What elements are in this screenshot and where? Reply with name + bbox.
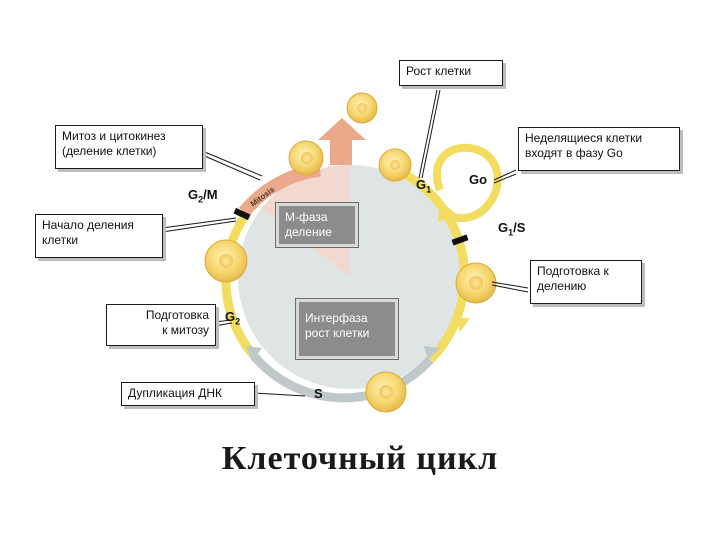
label-g1-sub: 1 — [426, 185, 431, 195]
callout-cell-growth: Рост клетки — [399, 60, 503, 86]
page-title: Клеточный цикл — [0, 440, 720, 478]
callout-prep-mitosis-line2: к митозу — [113, 323, 209, 338]
label-g1s-suffix: /S — [513, 220, 525, 235]
label-g2m-suffix: /M — [203, 187, 217, 202]
label-s-text: S — [314, 386, 323, 401]
leader-prep-division-2 — [492, 285, 528, 292]
callout-prep-division: Подготовка к делению — [530, 260, 642, 304]
mitosis-arrow — [318, 118, 366, 165]
m-phase-line2: деление — [285, 225, 349, 240]
callout-mitosis-cytokinesis: Митоз и цитокинез (деление клетки) — [55, 125, 203, 169]
label-g1s-main: G — [498, 220, 508, 235]
label-g2-sub: 2 — [235, 317, 240, 327]
callout-cell-growth-text: Рост клетки — [406, 64, 496, 79]
callout-dna-duplication: Дупликация ДНК — [121, 382, 255, 406]
cell-top-left — [289, 141, 323, 175]
label-go-text: Go — [469, 172, 487, 187]
m-phase-line1: М-фаза — [285, 210, 349, 225]
callout-prep-division-line1: Подготовка к — [537, 264, 635, 279]
callout-division-start: Начало деления клетки — [35, 214, 163, 258]
callout-division-start-line1: Начало деления — [42, 218, 156, 233]
callout-nondividing-cells: Неделящиеся клетки входят в фазу Go — [518, 127, 680, 171]
callout-mitosis-line2: (деление клетки) — [62, 144, 196, 159]
label-g2m-main: G — [188, 187, 198, 202]
cell-daughter-1 — [347, 93, 377, 123]
callout-prep-mitosis: Подготовка к митозу — [106, 304, 216, 346]
interphase-box: Интерфаза рост клетки — [296, 299, 398, 359]
callout-nondividing-line2: входят в фазу Go — [525, 146, 673, 161]
label-g1s: G1/S — [498, 220, 525, 238]
label-g1-main: G — [416, 177, 426, 192]
m-phase-box: М-фаза деление — [276, 203, 358, 247]
callout-prep-mitosis-line1: Подготовка — [113, 308, 209, 323]
interphase-line1: Интерфаза — [305, 311, 389, 326]
label-g2: G2 — [225, 309, 240, 327]
leader-mitosis — [200, 150, 262, 176]
cell-daughter-2 — [379, 149, 411, 181]
label-g2m: G2/M — [188, 187, 218, 205]
callout-nondividing-line1: Неделящиеся клетки — [525, 131, 673, 146]
label-g1: G1 — [416, 177, 431, 195]
callout-dna-duplication-text: Дупликация ДНК — [128, 386, 248, 401]
label-g2-main: G — [225, 309, 235, 324]
leader-mitosis-2 — [200, 154, 260, 180]
leader-prep-division — [492, 282, 528, 288]
interphase-line2: рост клетки — [305, 326, 389, 341]
cell-left — [205, 240, 247, 282]
label-s: S — [314, 386, 323, 401]
cell-bottom — [366, 372, 406, 412]
label-go: Go — [469, 172, 487, 187]
callout-division-start-line2: клетки — [42, 233, 156, 248]
leader-dna — [254, 393, 305, 396]
ring-arrowhead-right — [456, 318, 470, 332]
cell-g1-right — [456, 263, 496, 303]
callout-mitosis-line1: Митоз и цитокинез — [62, 129, 196, 144]
callout-prep-division-line2: делению — [537, 279, 635, 294]
